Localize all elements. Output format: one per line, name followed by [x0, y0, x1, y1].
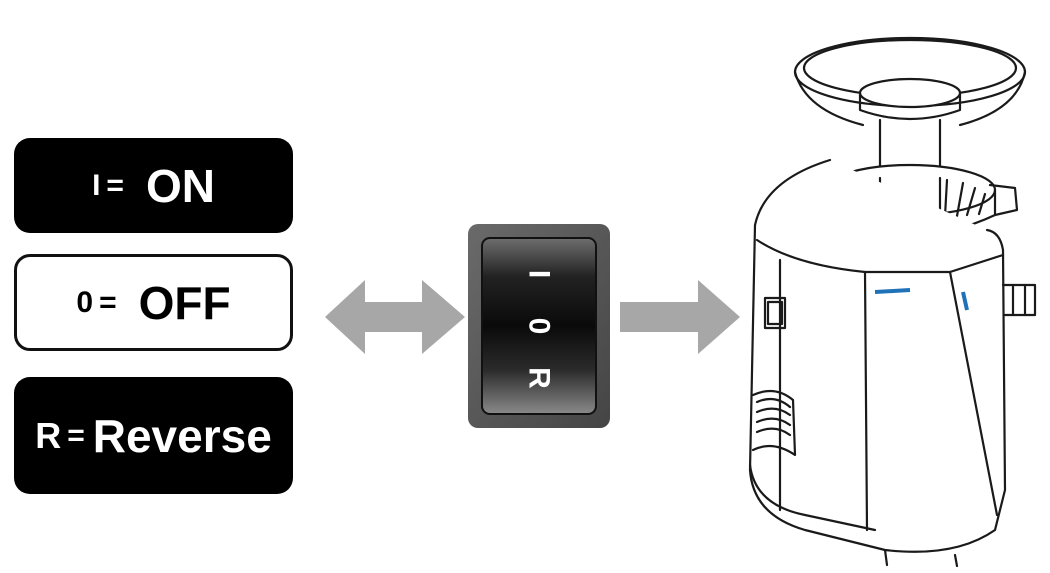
accent-line: [874, 288, 911, 294]
switch-position-label: 0: [523, 318, 556, 335]
legend-off-box: 0 = OFF: [14, 254, 293, 351]
legend-on-box: I = ON: [14, 138, 293, 233]
off-equals: =: [99, 285, 117, 319]
switch-position-label: I: [523, 270, 556, 278]
reverse-symbol: R: [35, 414, 62, 456]
double-arrow-icon: [325, 280, 465, 354]
legend-reverse-box: R = Reverse: [14, 377, 293, 494]
off-symbol: 0: [76, 285, 94, 319]
switch-rocker: [481, 237, 597, 415]
off-label: OFF: [138, 276, 231, 329]
switch-position-label: R: [523, 367, 556, 389]
reverse-label: Reverse: [92, 409, 272, 462]
rocker-switch: I 0R: [468, 224, 610, 428]
accent-line: [961, 291, 969, 311]
arrows-group: [325, 280, 740, 354]
juicer-illustration: [748, 36, 1037, 568]
arrow-right-icon: [620, 280, 740, 354]
on-symbol: I: [92, 168, 101, 202]
on-label: ON: [145, 159, 215, 212]
reverse-equals: =: [67, 418, 85, 452]
on-equals: =: [106, 168, 124, 202]
